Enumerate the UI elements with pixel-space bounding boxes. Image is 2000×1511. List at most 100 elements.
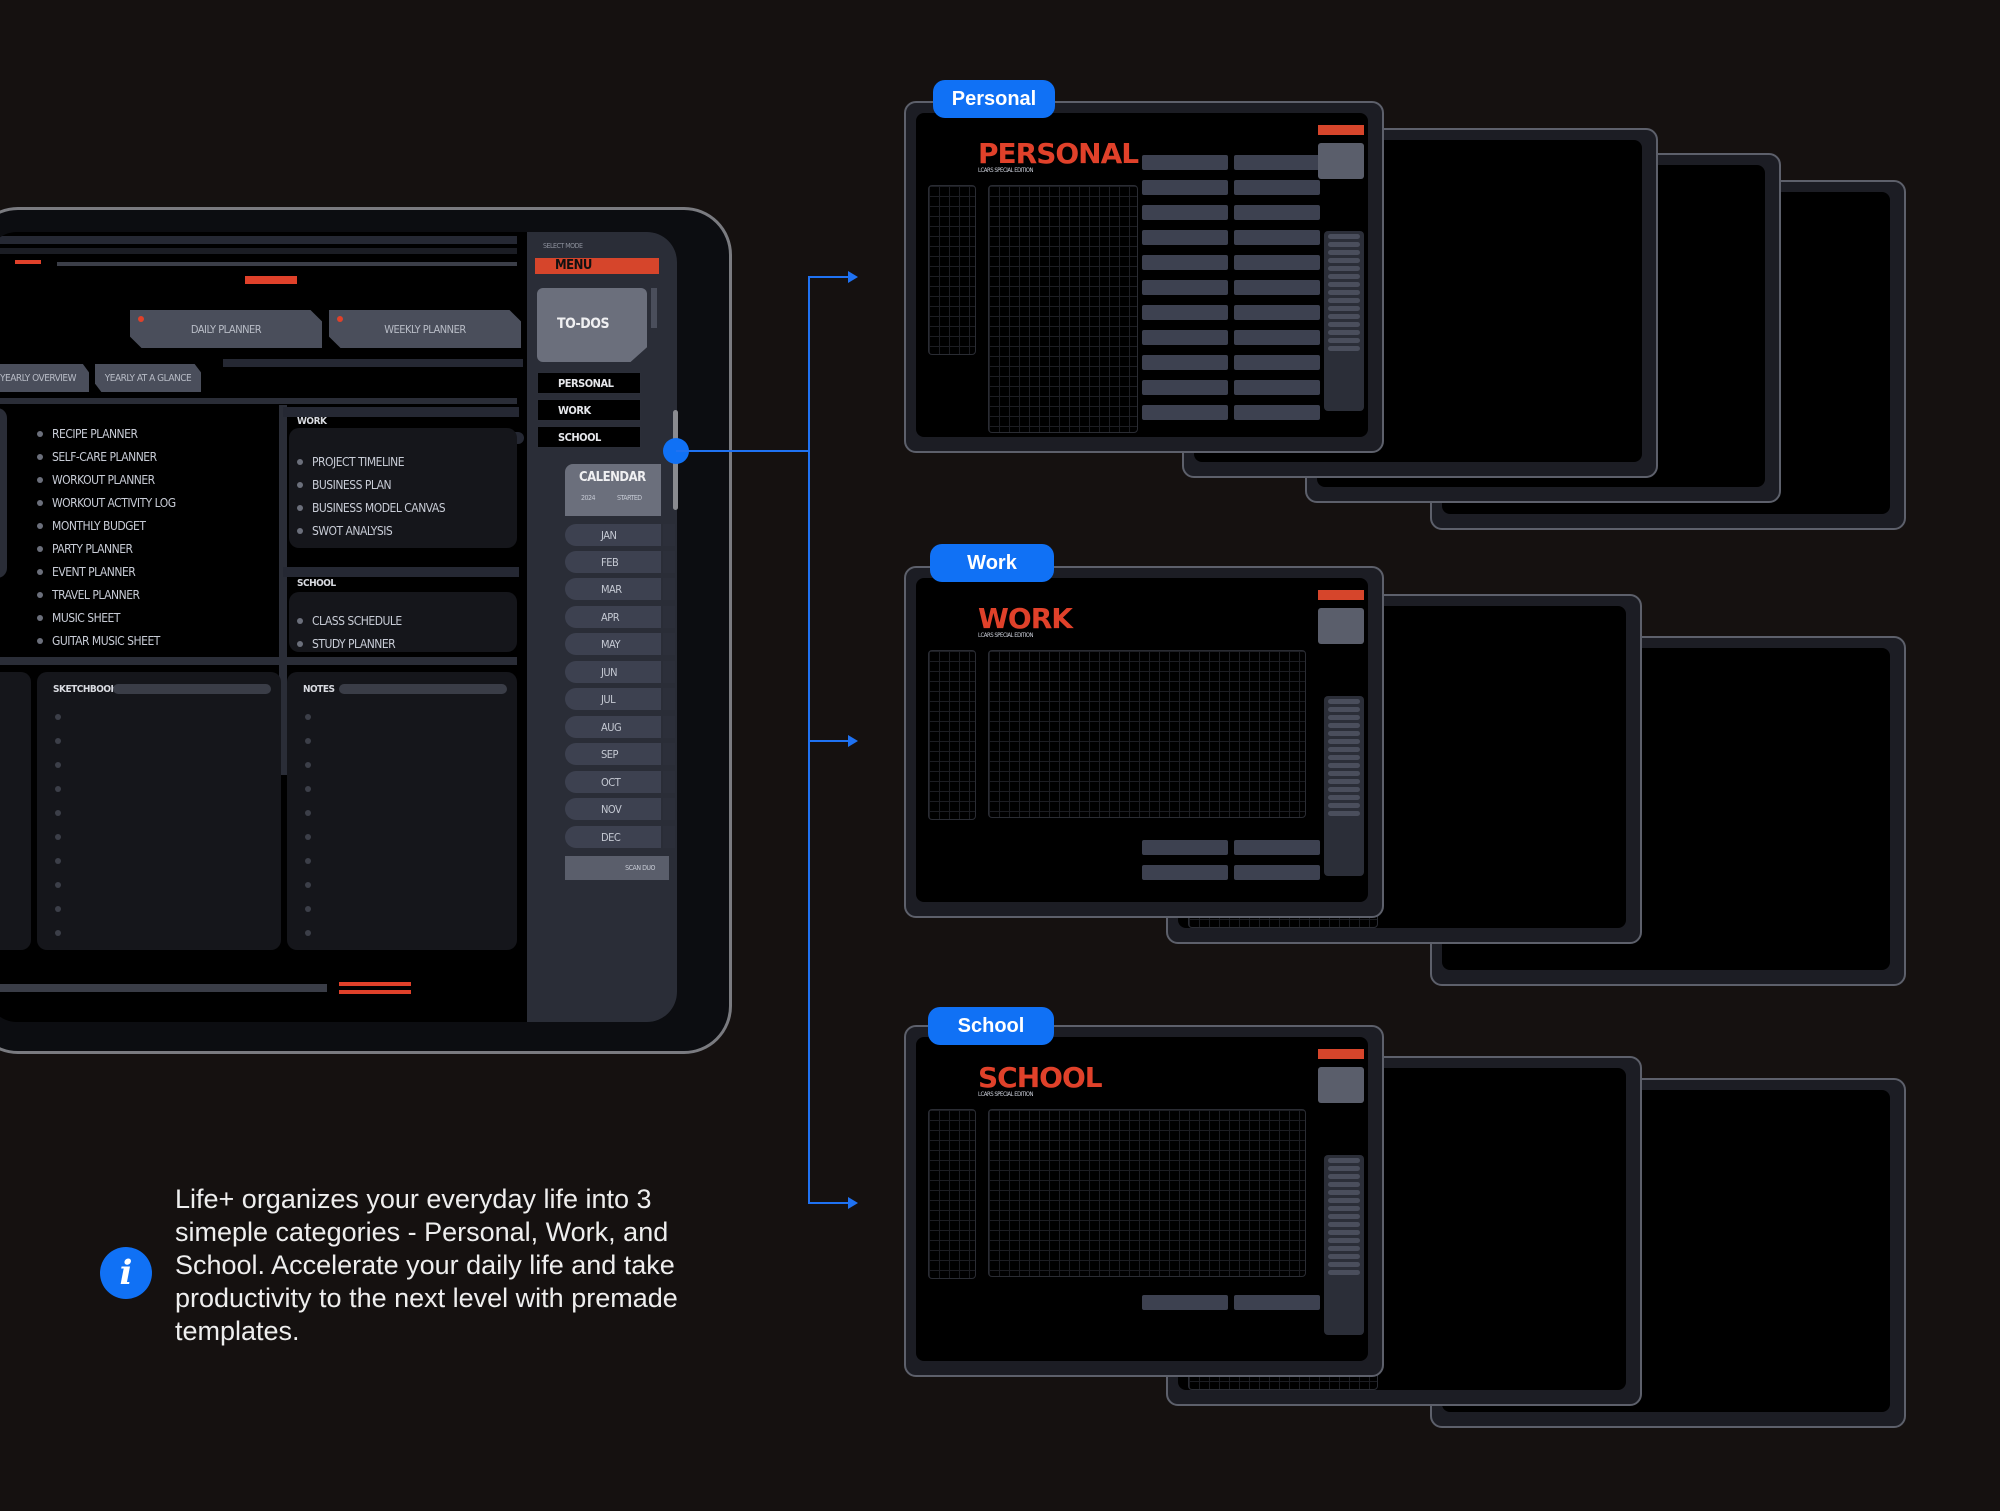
month-jan[interactable]: JAN [565,524,675,546]
left-edge-panel [0,408,7,578]
info-description: Life+ organizes your everyday life into … [175,1184,678,1346]
connector-branch-personal [808,276,852,278]
list-item[interactable]: BUSINESS PLAN [297,473,445,496]
preview-buttons-col-2 [1234,1295,1320,1320]
sketchbook-title: SKETCHBOOK [53,684,118,695]
work-pill[interactable]: Work [930,544,1054,582]
preview-buttons-col-1 [1142,155,1228,430]
calendar-sub: STARTED [617,494,642,502]
menu-item-personal[interactable]: PERSONAL [537,372,641,394]
preview-buttons-col-2 [1234,155,1320,430]
preview-todos [1318,143,1364,179]
list-item[interactable]: TRAVEL PLANNER [37,583,176,606]
month-jul[interactable]: JUL [565,688,675,710]
indicator-lights [15,260,41,264]
scan-button[interactable]: SCAN DUO [565,856,669,880]
school-section-title: SCHOOL [297,578,336,589]
preview-buttons-col-2 [1234,840,1320,890]
month-nov[interactable]: NOV [565,798,675,820]
top-bar [0,236,517,244]
yearly-at-a-glance-button[interactable]: YEARLY AT A GLANCE [95,364,201,392]
list-item[interactable]: SELF-CARE PLANNER [37,445,176,468]
school-header-bar [283,567,519,577]
divider-bar [223,359,523,367]
list-item[interactable]: MONTHLY BUDGET [37,514,176,537]
month-mar[interactable]: MAR [565,578,675,600]
preview-heading: SCHOOL [978,1061,1103,1094]
list-item[interactable]: EVENT PLANNER [37,560,176,583]
preview-grid [988,185,1138,433]
work-section-title: WORK [297,416,327,427]
preview-menu [1318,590,1364,600]
preview-heading: WORK [978,602,1073,635]
work-preview-card[interactable]: WORK LCARS SPECIAL EDITION [904,566,1384,918]
list-item[interactable]: WORKOUT PLANNER [37,468,176,491]
calendar-title: CALENDAR [579,470,646,485]
bottom-bar [0,984,327,992]
school-template-list: CLASS SCHEDULE STUDY PLANNER [297,609,402,655]
month-may[interactable]: MAY [565,633,675,655]
school-pill[interactable]: School [928,1007,1054,1045]
arrow-work [848,735,858,747]
list-item[interactable]: RECIPE PLANNER [37,422,176,445]
preview-todos [1318,1067,1364,1103]
list-item[interactable]: BUSINESS MODEL CANVAS [297,496,446,519]
preview-side-grid [928,650,976,820]
sketchbook-header-bar [113,684,271,694]
month-sep[interactable]: SEP [565,743,675,765]
sketchbook-panel[interactable] [37,672,281,950]
work-header-bar [283,407,519,417]
month-dec[interactable]: DEC [565,826,675,848]
list-item[interactable]: CLASS SCHEDULE [297,609,402,632]
list-item[interactable]: PARTY PLANNER [37,537,176,560]
arrow-school [848,1197,858,1209]
section-bar [0,398,517,404]
info-icon: i [100,1247,152,1299]
month-apr[interactable]: APR [565,606,675,628]
month-jun[interactable]: JUN [565,661,675,683]
work-template-list: PROJECT TIMELINE BUSINESS PLAN BUSINESS … [297,450,446,542]
list-item[interactable]: SWOT ANALYSIS [297,519,445,542]
todos-button[interactable] [537,288,647,362]
top-line [57,262,517,266]
list-item[interactable]: STUDY PLANNER [297,632,402,655]
preview-heading: PERSONAL [978,137,1139,170]
list-item[interactable]: WORKOUT ACTIVITY LOG [37,491,176,514]
month-feb[interactable]: FEB [565,551,675,573]
preview-calendar [1324,1155,1364,1335]
arrow-personal [848,271,858,283]
vertical-divider [279,405,287,775]
month-aug[interactable]: AUG [565,716,675,738]
bottom-accent [339,982,411,986]
menu-item-work[interactable]: WORK [537,399,641,421]
personal-pill[interactable]: Personal [933,80,1055,118]
connector-branch-work [808,740,852,742]
preview-todos [1318,608,1364,644]
daily-planner-button[interactable]: DAILY PLANNER [130,310,322,348]
connector-branch-school [808,1202,852,1204]
notes-header-bar [339,684,507,694]
preview-buttons-col-1 [1142,840,1228,890]
list-item[interactable]: PROJECT TIMELINE [297,450,445,473]
calendar-header [565,464,661,516]
preview-grid [988,1109,1306,1277]
menu-item-school[interactable]: SCHOOL [537,426,641,448]
list-item[interactable]: MUSIC SHEET [37,606,176,629]
yearly-overview-button[interactable]: YEARLY OVERVIEW [0,364,89,392]
connector-line [676,450,810,452]
month-oct[interactable]: OCT [565,771,675,793]
school-preview-card[interactable]: SCHOOL LCARS SPECIAL EDITION [904,1025,1384,1377]
notes-panel[interactable] [287,672,517,950]
menu-title: MENU [535,258,659,274]
personal-preview-card[interactable]: PERSONAL LCARS SPECIAL EDITION [904,101,1384,453]
preview-subtitle: LCARS SPECIAL EDITION [978,632,1034,639]
preview-subtitle: LCARS SPECIAL EDITION [978,167,1034,174]
list-item[interactable]: GUITAR MUSIC SHEET [37,629,176,652]
select-mode-label: SELECT MODE [543,242,583,250]
bottom-accent-2 [339,990,411,994]
weekly-planner-button[interactable]: WEEKLY PLANNER [329,310,521,348]
calendar-year: 2024 [581,494,596,502]
preview-side-grid [928,185,976,355]
notes-dots [305,714,311,954]
tablet-frame: DAILY PLANNER WEEKLY PLANNER YEARLY OVER… [0,207,732,1054]
